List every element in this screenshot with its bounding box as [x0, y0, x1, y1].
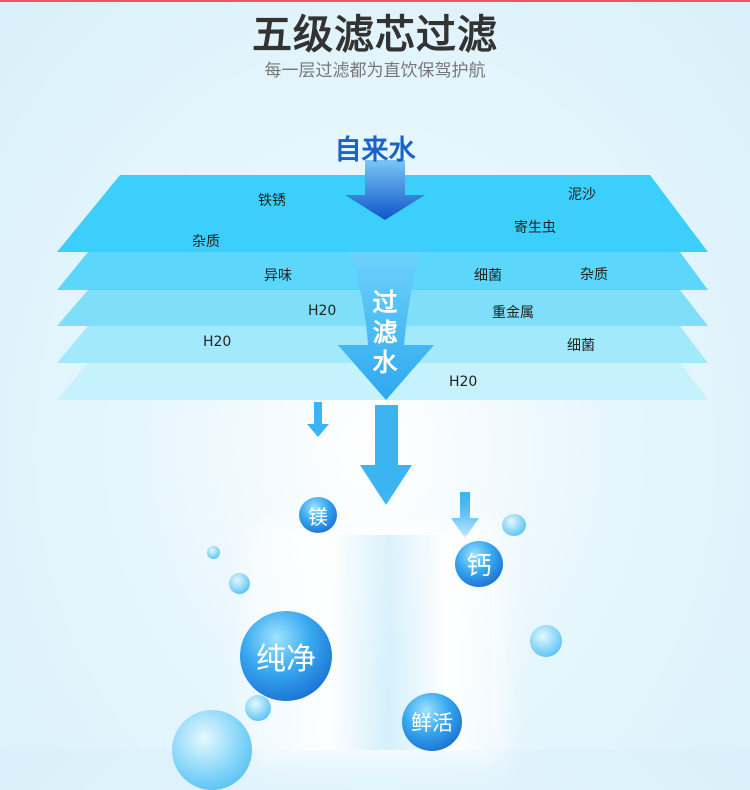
- filtered-char: 过: [372, 288, 398, 317]
- filtered-water-label: 过 滤 水: [368, 288, 402, 378]
- benefit-bubble-fresh: 鲜活: [402, 693, 462, 751]
- filtered-char: 水: [372, 348, 398, 377]
- water-bubble: [502, 514, 526, 536]
- impurity-label: 泥沙: [568, 187, 596, 203]
- benefit-bubble-magnesium: 镁: [299, 497, 337, 533]
- funnel-arrow: [338, 252, 434, 400]
- filtered-char: 滤: [372, 318, 398, 347]
- benefit-bubble-pure: 纯净: [240, 611, 332, 701]
- water-bubble: [207, 546, 220, 559]
- impurity-label: H20: [449, 374, 478, 390]
- right-small-arrow: [451, 492, 479, 538]
- water-bubble: [245, 695, 271, 721]
- impurity-label: 杂质: [580, 267, 608, 283]
- top-accent-line: [0, 0, 750, 2]
- impurity-label: H20: [308, 303, 337, 319]
- impurity-label: 异味: [264, 268, 292, 284]
- benefit-bubble-calcium: 钙: [455, 541, 503, 587]
- filter-layers-diagram: [57, 160, 708, 538]
- page-title: 五级滤芯过滤: [252, 12, 498, 58]
- impurity-label: H20: [203, 334, 232, 350]
- water-bubble: [172, 710, 252, 790]
- water-bubble: [530, 625, 562, 657]
- impurity-label: 铁锈: [258, 193, 286, 209]
- water-bubble: [229, 573, 250, 594]
- impurity-label: 杂质: [192, 234, 220, 250]
- page-subtitle: 每一层过滤都为直饮保驾护航: [264, 61, 486, 81]
- left-small-arrow: [307, 402, 329, 437]
- impurity-label: 重金属: [492, 305, 534, 321]
- impurity-label: 细菌: [567, 338, 595, 354]
- impurity-label: 寄生虫: [514, 220, 556, 236]
- tap-water-label: 自来水: [334, 135, 416, 166]
- impurity-label: 细菌: [474, 268, 502, 284]
- top-arrow: [345, 160, 425, 220]
- center-down-arrow: [360, 405, 412, 505]
